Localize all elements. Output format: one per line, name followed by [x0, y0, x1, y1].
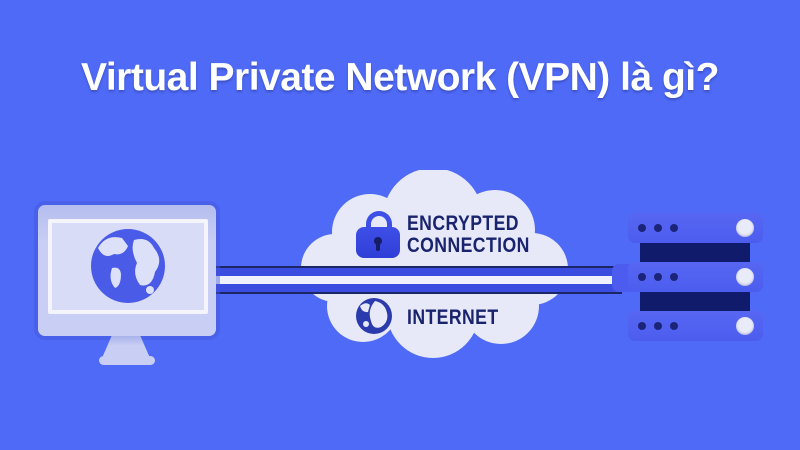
- keyhole: [374, 237, 382, 245]
- indicator-dot: [638, 224, 646, 232]
- encrypted-connection-label: ENCRYPTED CONNECTION: [407, 213, 553, 257]
- rack-connector: [640, 242, 750, 264]
- lock-shackle: [366, 211, 392, 233]
- server-unit: [628, 213, 763, 243]
- power-led: [736, 317, 754, 335]
- page-title: Virtual Private Network (VPN) là gì?: [81, 56, 719, 99]
- indicator-dot: [654, 322, 662, 330]
- rack-connector: [640, 291, 750, 313]
- server-rack: [610, 208, 770, 348]
- server-unit: [628, 262, 763, 292]
- power-led: [736, 268, 754, 286]
- globe-icon: [354, 296, 394, 336]
- lock-icon: [356, 211, 400, 259]
- globe-icon: [91, 229, 165, 303]
- vpn-tunnel: [212, 266, 622, 294]
- tunnel-band-top: [212, 266, 622, 276]
- tunnel-band-bottom: [212, 284, 622, 294]
- monitor-stand-base: [99, 356, 155, 365]
- connection-line: CONNECTION: [407, 234, 530, 257]
- indicator-dot: [670, 273, 678, 281]
- indicator-dot: [638, 322, 646, 330]
- indicator-dot: [654, 224, 662, 232]
- indicator-dot: [638, 273, 646, 281]
- client-computer: [38, 205, 216, 365]
- indicator-dot: [670, 224, 678, 232]
- internet-label: INTERNET: [407, 306, 499, 329]
- tunnel-core-stripe: [212, 276, 622, 284]
- keyhole-stem: [376, 242, 380, 251]
- monitor-screen-frame: [48, 219, 208, 314]
- monitor-stand-neck: [102, 336, 150, 358]
- power-led: [736, 219, 754, 237]
- indicator-dot: [670, 322, 678, 330]
- indicator-dot: [654, 273, 662, 281]
- server-unit: [628, 311, 763, 341]
- encrypted-line: ENCRYPTED: [407, 212, 519, 235]
- monitor-screen: [52, 223, 204, 310]
